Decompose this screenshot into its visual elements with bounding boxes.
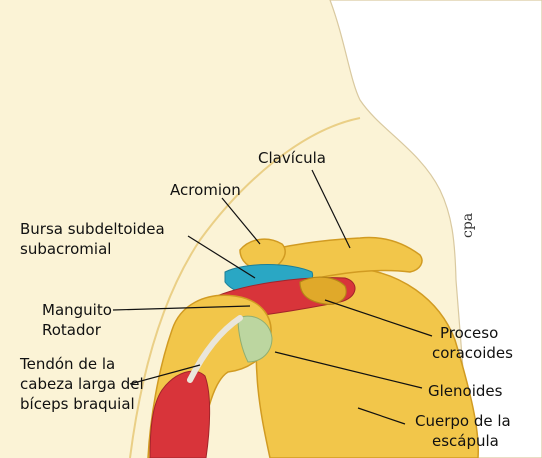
label-tendon-line3: bíceps braquial	[20, 394, 135, 414]
label-manguito-line2: Rotador	[42, 320, 101, 340]
artist-signature: cpa	[460, 213, 476, 238]
label-clavicula: Clavícula	[258, 148, 326, 168]
label-cuerpo-line1: Cuerpo de la	[415, 411, 511, 431]
label-bursa-line1: Bursa subdeltoidea	[20, 219, 165, 239]
label-proceso-line2: coracoides	[432, 343, 513, 363]
label-bursa-line2: subacromial	[20, 239, 111, 259]
label-manguito-line1: Manguito	[42, 300, 112, 320]
label-acromion: Acromion	[170, 180, 241, 200]
leader-clavicula	[312, 170, 350, 248]
label-cuerpo-line2: escápula	[432, 431, 499, 451]
label-tendon-line1: Tendón de la	[20, 354, 115, 374]
leader-acromion	[222, 198, 260, 244]
label-proceso-line1: Proceso	[440, 323, 498, 343]
label-tendon-line2: cabeza larga del	[20, 374, 144, 394]
label-glenoides: Glenoides	[428, 381, 502, 401]
